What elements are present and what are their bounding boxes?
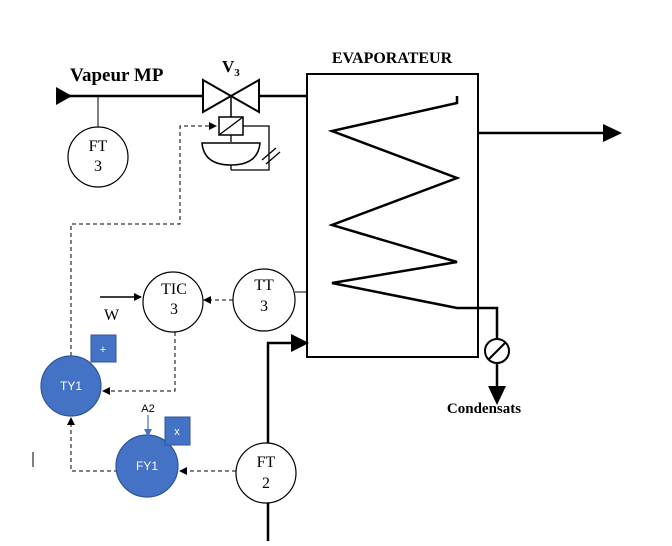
fy1-operator-badge: x xyxy=(164,416,191,446)
vapour-outlet-line xyxy=(478,124,622,142)
a2-label: A2 xyxy=(141,403,154,415)
svg-text:3: 3 xyxy=(170,301,178,318)
condensate-label: Condensats xyxy=(447,401,521,417)
steam-inlet-line xyxy=(56,87,203,105)
ft3-instrument[interactable]: FT 3 xyxy=(67,126,129,188)
svg-text:3: 3 xyxy=(260,298,268,315)
ty1-to-valve-signal xyxy=(70,122,217,356)
ft2-instrument[interactable]: FT 2 xyxy=(235,442,297,504)
ty1-block[interactable]: TY1 xyxy=(40,355,102,417)
tic3-controller[interactable]: TIC 3 xyxy=(142,271,204,333)
svg-text:FY1: FY1 xyxy=(136,459,158,473)
svg-text:2: 2 xyxy=(262,475,270,492)
ty1-operator-badge: + xyxy=(90,334,117,363)
svg-text:x: x xyxy=(174,426,180,438)
evaporator-label: EVAPORATEUR xyxy=(332,50,453,67)
fy1-to-ty1-signal xyxy=(67,417,118,472)
svg-text:+: + xyxy=(100,344,106,356)
valve-v3[interactable] xyxy=(201,78,281,171)
fy1-block[interactable]: FY1 xyxy=(115,434,179,498)
steam-trap[interactable] xyxy=(484,338,510,364)
svg-text:FT: FT xyxy=(257,454,276,471)
feed-line xyxy=(266,334,309,541)
svg-text:TIC: TIC xyxy=(161,281,187,298)
setpoint-label: W xyxy=(104,307,120,324)
tt3-instrument[interactable]: TT 3 xyxy=(232,268,296,332)
heating-coil xyxy=(327,96,499,340)
condensate-outlet-line xyxy=(488,363,506,405)
steam-input-label: Vapeur MP xyxy=(70,65,164,86)
tic3-to-ty1-signal xyxy=(102,332,176,395)
evaporator-vessel[interactable] xyxy=(306,73,479,358)
valve-v3-label: V3 xyxy=(222,57,240,79)
svg-text:3: 3 xyxy=(94,158,102,175)
svg-text:TT: TT xyxy=(254,277,274,294)
svg-text:FT: FT xyxy=(89,138,108,155)
svg-text:TY1: TY1 xyxy=(60,379,82,393)
